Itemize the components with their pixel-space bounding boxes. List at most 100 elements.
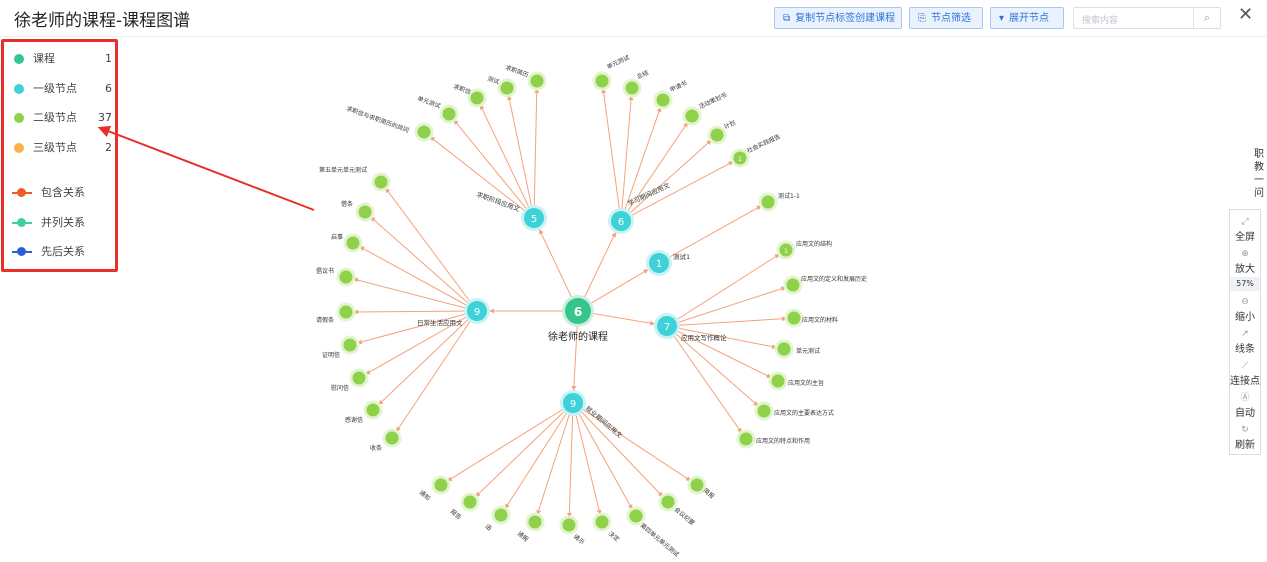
graph-node-level2-label: 活动策划书 [697, 91, 728, 111]
page-title: 徐老师的课程-课程图谱 [14, 11, 191, 31]
graph-edge [370, 216, 478, 312]
graph-node-level2[interactable] [656, 93, 670, 107]
graph-node-level2[interactable] [779, 243, 793, 257]
graph-node-level2-label: 慰问信 [331, 384, 349, 392]
graph-node-level2-label: 应用文的特点和作用 [756, 437, 810, 445]
graph-edge [453, 119, 535, 219]
graph-node-level2-label: 应用文的结构 [796, 240, 832, 248]
graph-edge [356, 310, 478, 345]
graph-node-level2[interactable] [625, 81, 639, 95]
graph-edge [572, 402, 664, 497]
graph-node-level2-label: 收条 [370, 444, 382, 452]
graph-edge [666, 253, 780, 327]
course-dot-icon [14, 54, 24, 64]
legend-item-contain-relation[interactable]: 包含关系 [12, 185, 112, 201]
graph-node-level2-label: 应用文的材料 [802, 316, 838, 324]
legend-item-parallel-relation[interactable]: 并列关系 [12, 215, 112, 231]
graph-node-level2[interactable] [595, 74, 609, 88]
graph-node-level2[interactable] [528, 515, 542, 529]
graph-node-level2[interactable] [463, 495, 477, 509]
graph-node-level2[interactable] [417, 125, 431, 139]
graph-node-level2[interactable] [339, 305, 353, 319]
graph-edge [572, 402, 692, 482]
graph-node-level1[interactable] [611, 211, 631, 231]
graph-node-level2[interactable] [690, 478, 704, 492]
graph-node-level1-count: 9 [474, 307, 480, 318]
graph-node-level2[interactable] [500, 81, 514, 95]
zoom-in-button[interactable]: ⊕放大 [1230, 248, 1260, 275]
search-icon[interactable]: ⌕ [1193, 8, 1220, 28]
fullscreen-button[interactable]: ⤢全屏 [1230, 216, 1260, 243]
graph-node-level2[interactable] [595, 515, 609, 529]
graph-node-level2-label: 启事 [331, 233, 343, 241]
graph-node-level2[interactable] [346, 236, 360, 250]
graph-node-level1-count: 1 [656, 259, 662, 270]
graph-node-level1-label: 求职阶段应用文 [475, 189, 521, 213]
legend-item-level3[interactable]: 三级节点 2 [12, 140, 112, 156]
graph-node-level2[interactable] [442, 107, 456, 121]
node-filter-button[interactable]: ⎘节点筛选 [909, 7, 983, 29]
graph-node-level2[interactable] [685, 109, 699, 123]
zoom-level: 57% [1230, 277, 1260, 291]
graph-node-level1[interactable] [649, 253, 669, 273]
graph-node-level2[interactable] [777, 342, 791, 356]
legend-item-level2[interactable]: 二级节点 37 [12, 110, 112, 126]
graph-node-level2[interactable] [343, 338, 357, 352]
graph-node-level2-label: 请示 [572, 532, 586, 546]
sequence-relation-line-icon [12, 247, 32, 256]
graph-node-level2[interactable] [733, 151, 747, 165]
graph-node-level2[interactable] [352, 371, 366, 385]
graph-node-level2[interactable] [787, 311, 801, 325]
graph-node-level2[interactable] [385, 431, 399, 445]
graph-edge [666, 325, 772, 378]
search-input[interactable] [1074, 11, 1208, 31]
graph-edge [572, 402, 633, 510]
graph-node-level2[interactable] [530, 74, 544, 88]
graph-node-root-count: 6 [574, 305, 582, 319]
zoom-out-button[interactable]: ⊖缩小 [1230, 296, 1260, 323]
graph-node-level2[interactable] [374, 175, 388, 189]
graph-node-root[interactable] [565, 298, 591, 324]
copy-labels-create-course-button[interactable]: ⧉复制节点标签创建课程 [774, 7, 902, 29]
graph-node-level2[interactable] [339, 270, 353, 284]
graph-node-level1[interactable] [467, 301, 487, 321]
close-icon[interactable]: ✕ [1238, 4, 1254, 25]
graph-node-level2[interactable] [739, 432, 753, 446]
graph-edge [620, 95, 634, 222]
side-floating-text[interactable]: 职教一问 [1254, 149, 1264, 199]
refresh-button[interactable]: ↻刷新 [1230, 424, 1260, 451]
graph-node-level2[interactable] [494, 508, 508, 522]
graph-node-level2-label: 申请书 [668, 79, 688, 94]
graph-node-level2[interactable] [757, 404, 771, 418]
legend-item-course[interactable]: 课程 1 [12, 51, 112, 67]
graph-node-level2-label: 请假条 [316, 316, 334, 324]
graph-node-level1[interactable] [563, 393, 583, 413]
graph-node-level2[interactable] [470, 91, 484, 105]
legend-item-level1[interactable]: 一级节点 6 [12, 81, 112, 97]
line-style-button[interactable]: ↗线条 [1230, 328, 1260, 355]
graph-edge [352, 277, 478, 312]
graph-node-level2-label: 第四单元单元测试 [639, 521, 681, 558]
graph-node-level2-label: 计划 [722, 118, 736, 130]
graph-node-level2[interactable] [434, 478, 448, 492]
graph-node-level2[interactable] [629, 509, 643, 523]
graph-node-level2[interactable] [562, 518, 576, 532]
graph-edge [479, 104, 535, 219]
graph-node-level2[interactable] [786, 278, 800, 292]
legend-item-sequence-relation[interactable]: 先后关系 [12, 244, 112, 260]
graph-node-level2[interactable] [761, 195, 775, 209]
graph-node-level2[interactable] [358, 205, 372, 219]
expand-nodes-button[interactable]: ▾展开节点 [990, 7, 1064, 29]
graph-node-level1[interactable] [657, 316, 677, 336]
graph-node-level2[interactable] [366, 403, 380, 417]
graph-node-level2[interactable] [661, 495, 675, 509]
graph-node-level2[interactable] [710, 128, 724, 142]
graph-node-level2[interactable] [771, 374, 785, 388]
graph-node-level1-label: 日常生活应用文 [417, 318, 463, 327]
graph-node-level1[interactable] [524, 208, 544, 228]
connect-point-button[interactable]: ⟋连接点 [1230, 361, 1260, 387]
graph-node-level2-label: 借条 [341, 200, 353, 208]
